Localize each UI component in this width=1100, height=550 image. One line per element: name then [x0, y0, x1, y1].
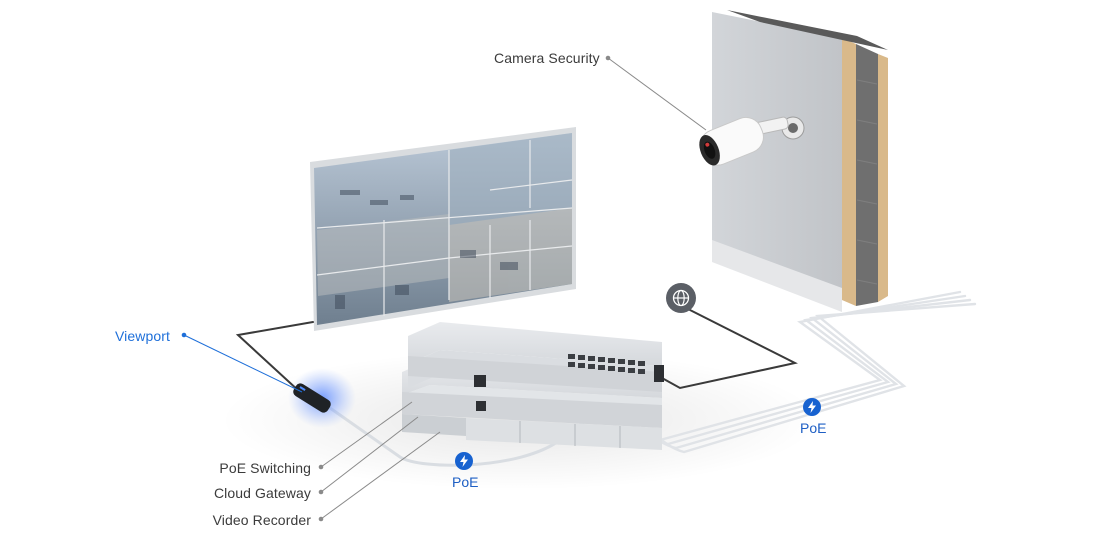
poe-switching-callout-dot [318, 464, 324, 470]
poe-switching-label: PoE Switching [219, 460, 311, 476]
viewport-device [288, 368, 356, 428]
camera-callout-dot [605, 55, 611, 61]
video-recorder-callout-line [320, 431, 441, 520]
cloud-gateway-callout-line [320, 416, 419, 493]
viewport-callout-line [183, 334, 303, 393]
cloud-gateway-label: Cloud Gateway [213, 485, 311, 501]
viewport-label: Viewport [115, 328, 171, 344]
lightning-bolt-icon [803, 398, 821, 416]
unifi-device-stack [402, 322, 664, 450]
poe-label-left: PoE [452, 474, 479, 490]
lightning-bolt-icon [455, 452, 473, 470]
wall [712, 10, 888, 312]
security-camera [699, 116, 805, 166]
video-recorder-callout-dot [318, 516, 324, 522]
camera-security-label: Camera Security [494, 50, 600, 66]
poe-switching-callout-line [320, 401, 413, 468]
globe-icon [666, 283, 696, 313]
video-recorder-label: Video Recorder [212, 512, 311, 528]
monitor-to-viewport-cable [235, 321, 314, 393]
viewport-monitor [310, 127, 576, 331]
poe-label-right: PoE [800, 420, 827, 436]
viewport-callout-dot [181, 332, 187, 338]
camera-callout-line [607, 57, 707, 131]
cloud-gateway-callout-dot [318, 489, 324, 495]
internet-uplink-cable [661, 309, 798, 390]
callout-lines [181, 55, 707, 522]
